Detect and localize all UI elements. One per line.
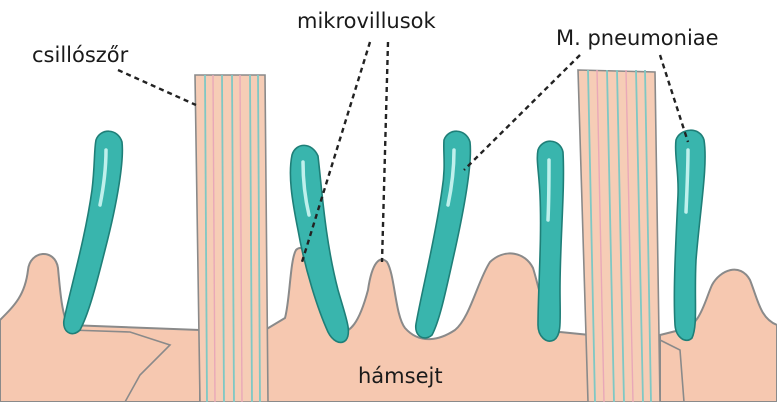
- cilium-left: [194, 74, 269, 402]
- leader-cilium: [117, 68, 197, 107]
- label-epithelial-cell: hámsejt: [358, 364, 443, 388]
- bacterium-3: [414, 130, 472, 339]
- label-cilium: csillószőr: [32, 43, 129, 67]
- leader-microvilli-1: [300, 41, 372, 263]
- bacterium-5: [673, 129, 706, 342]
- cell-boundary-right: [659, 339, 685, 402]
- leader-bacterium-2: [658, 54, 690, 143]
- epithelial-cell: [0, 253, 201, 402]
- cell-boundary-left: [69, 329, 172, 402]
- label-bacterium: M. pneumoniae: [556, 26, 719, 50]
- leader-bacterium-1: [463, 54, 581, 171]
- bacterium-1: [62, 130, 124, 335]
- leader-microvilli-2: [380, 41, 390, 263]
- cilium-right: [577, 69, 661, 402]
- label-microvilli: mikrovillusok: [297, 9, 437, 33]
- bacterium-2: [289, 144, 350, 344]
- bacterium-4: [536, 140, 565, 342]
